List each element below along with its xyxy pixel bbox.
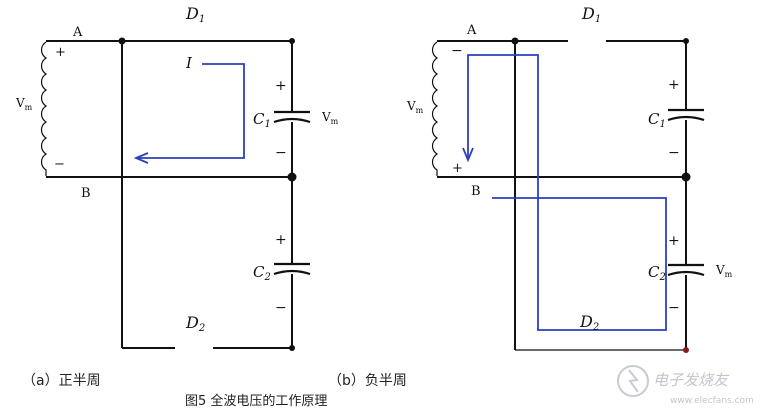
figure-caption: 图5 全波电压的工作原理 (185, 393, 327, 409)
right-current-path-upper (467, 54, 667, 331)
left-cap1-plate-bottom (273, 117, 311, 124)
left-current-path (138, 63, 245, 159)
watermark-url: www.elecfans.com (670, 396, 754, 406)
watermark-logo-icon (617, 365, 649, 397)
left-source-coil (40, 41, 48, 176)
watermark-logo-bolt (628, 369, 639, 393)
right-node-a-label: A (466, 23, 477, 38)
right-cap1-label: C1 (648, 110, 666, 130)
left-cap2-label: C2 (253, 263, 271, 283)
right-source-plus: + (452, 161, 463, 176)
left-cap2-plate-bottom (273, 269, 311, 276)
left-circuit: A B D1 D2 Vm + − I C1 Vm + − C2 + − (15, 4, 339, 351)
left-junction-bottom-right (289, 345, 295, 351)
left-diode-bottom-label: D2 (185, 313, 205, 334)
watermark: 电子发烧友 www.elecfans.com (617, 365, 754, 406)
right-junction-bottom-right (683, 347, 689, 353)
watermark-text: 电子发烧友 (653, 371, 730, 389)
left-junction-a (118, 37, 126, 45)
right-cap2-plus: + (668, 233, 680, 249)
left-current-arrowhead (133, 152, 149, 164)
right-junction-mid-right (681, 172, 691, 182)
left-source-minus: − (54, 157, 65, 172)
left-cap1-plus: + (275, 78, 287, 94)
right-circuit: A B D1 D2 Vm − + C1 + − C2 Vm + − (406, 4, 733, 353)
left-source-plus: + (55, 45, 66, 60)
caption-right: （b）负半周 (328, 373, 407, 389)
left-cap1-label: C1 (253, 110, 271, 130)
right-junction-a (511, 37, 519, 45)
left-cap1-minus: − (275, 145, 287, 161)
right-cap1-plus: + (668, 77, 680, 93)
left-cap1-voltage-label: Vm (321, 110, 339, 126)
right-junction-top-right (683, 38, 689, 44)
right-source-label: Vm (406, 99, 424, 115)
right-node-b-label: B (471, 184, 481, 199)
caption-left: （a）正半周 (22, 373, 101, 389)
right-cap2-minus: − (668, 300, 680, 316)
right-cap1-plate-bottom (667, 115, 705, 122)
left-current-label: I (185, 54, 193, 72)
left-junction-mid-right (287, 172, 297, 182)
left-junction-top-right (289, 38, 295, 44)
right-cap2-voltage-label: Vm (715, 263, 733, 279)
left-node-a-label: A (72, 25, 83, 40)
right-source-coil (431, 41, 439, 176)
right-diode-bottom-label: D2 (579, 312, 599, 333)
right-cap1-minus: − (668, 145, 680, 161)
left-cap2-plus: + (275, 232, 287, 248)
right-source-minus: − (451, 43, 463, 59)
left-node-b-label: B (81, 186, 91, 201)
right-diode-top-label: D1 (581, 4, 601, 25)
left-diode-top-label: D1 (185, 4, 205, 25)
right-current-arrowhead (462, 147, 474, 163)
right-cap2-label: C2 (648, 263, 666, 283)
left-source-label: Vm (15, 96, 33, 112)
right-cap2-plate-bottom (667, 270, 705, 277)
left-cap2-minus: − (275, 300, 287, 316)
